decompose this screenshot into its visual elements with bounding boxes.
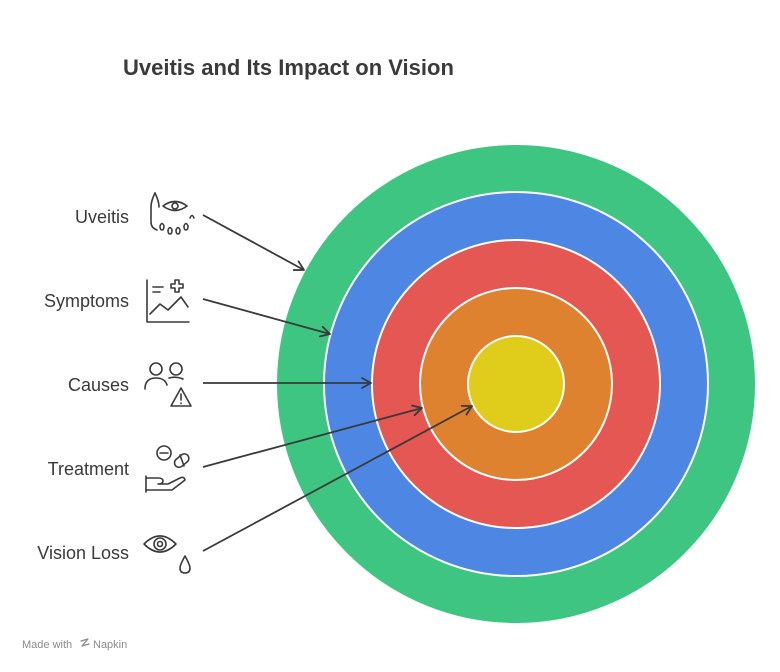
label-treatment: Treatment [48, 459, 129, 479]
hand-pills-icon [145, 445, 190, 493]
footer-brand: Napkin [93, 639, 127, 651]
napkin-logo-icon [80, 638, 90, 647]
target-rings [275, 143, 757, 625]
arrow-treatment [202, 404, 423, 468]
label-uveitis: Uveitis [75, 207, 129, 227]
eye-tears-icon [150, 192, 195, 235]
arrows [202, 214, 473, 552]
arrow-vision-loss [202, 404, 473, 552]
footer-made-with: Made with [22, 639, 72, 651]
eye-drop-icon [143, 535, 191, 574]
arrow-uveitis [202, 214, 305, 271]
label-causes: Causes [68, 375, 129, 395]
label-symptoms: Symptoms [44, 291, 129, 311]
page-title: Uveitis and Its Impact on Vision [123, 55, 454, 80]
medical-chart-icon [146, 279, 190, 323]
arrow-symptoms [202, 298, 331, 338]
ring-vision-loss [467, 335, 565, 433]
people-warning-icon [144, 362, 192, 407]
label-vision-loss: Vision Loss [37, 543, 129, 563]
